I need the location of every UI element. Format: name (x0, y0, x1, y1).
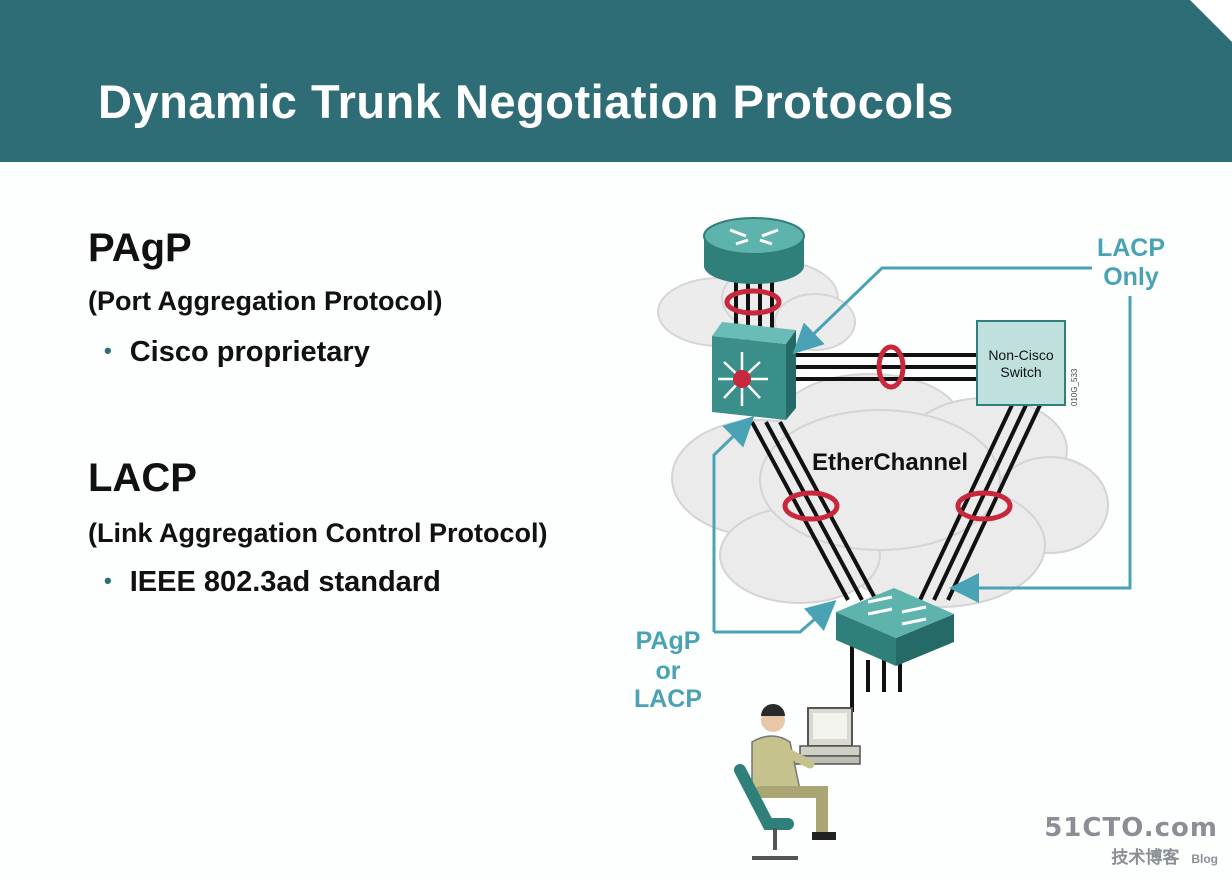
watermark-site: 51CTO.com (1044, 813, 1218, 843)
bullet-dot-icon: • (104, 338, 112, 363)
figure-id: 010G_533 (1070, 368, 1079, 406)
etherchannel-cloud (671, 373, 1109, 608)
non-cisco-label-line2: Switch (1000, 364, 1041, 380)
lacp-only-line1: LACP (1097, 234, 1165, 262)
noncisco-to-access-links (918, 404, 1042, 601)
user-workstation-icon (734, 704, 861, 860)
lacp-full-name: (Link Aggregation Control Protocol) (88, 518, 548, 548)
etherchannel-ring-core-noncisco (876, 344, 906, 390)
pagp-heading: PAgP (88, 226, 192, 270)
pagp-or-lacp-line2: or (656, 657, 681, 685)
core-to-access-links (750, 421, 878, 601)
etherchannel-ring-core-access (782, 490, 840, 522)
watermark-blog: Blog (1191, 852, 1218, 866)
pagp-bullet-text: Cisco proprietary (129, 336, 370, 368)
watermark-subtitle-row: 技术博客 Blog (1044, 843, 1218, 868)
pagp-arrow-to-access (714, 600, 837, 634)
lacp-bullet: • IEEE 802.3ad standard (104, 566, 441, 599)
pagp-full-name: (Port Aggregation Protocol) (88, 286, 443, 316)
pagp-or-lacp-line1: PAgP (636, 627, 701, 655)
slide-title: Dynamic Trunk Negotiation Protocols (98, 75, 954, 128)
access-downlinks (850, 640, 902, 712)
pagp-bullet: • Cisco proprietary (104, 336, 370, 369)
lacp-heading: LACP (88, 456, 197, 500)
pagp-arrow-to-core (712, 415, 755, 632)
slide-header: Dynamic Trunk Negotiation Protocols (0, 0, 1232, 162)
non-cisco-label-line1: Non-Cisco (988, 347, 1054, 363)
lacp-only-arrow-to-core (792, 266, 1092, 355)
access-switch-icon (836, 588, 954, 666)
etherchannel-label: EtherChannel (812, 449, 968, 476)
lacp-only-line2: Only (1103, 263, 1159, 291)
non-cisco-switch-icon: Non-Cisco Switch (976, 320, 1066, 406)
etherchannel-ring-noncisco-access (955, 490, 1013, 522)
pagp-or-lacp-line3: LACP (634, 685, 702, 713)
bullet-dot-icon: • (104, 568, 112, 593)
lacp-only-arrow-to-access (949, 296, 1132, 603)
core-to-noncisco-links (795, 353, 978, 381)
page-fold-corner (1190, 0, 1232, 42)
watermark: 51CTO.com 技术博客 Blog (1044, 813, 1218, 868)
lacp-bullet-text: IEEE 802.3ad standard (129, 566, 441, 598)
watermark-subtitle: 技术博客 (1111, 848, 1180, 868)
etherchannel-ring-uplink (724, 288, 782, 316)
router-icon (703, 217, 805, 284)
multilayer-switch-icon (712, 322, 796, 420)
